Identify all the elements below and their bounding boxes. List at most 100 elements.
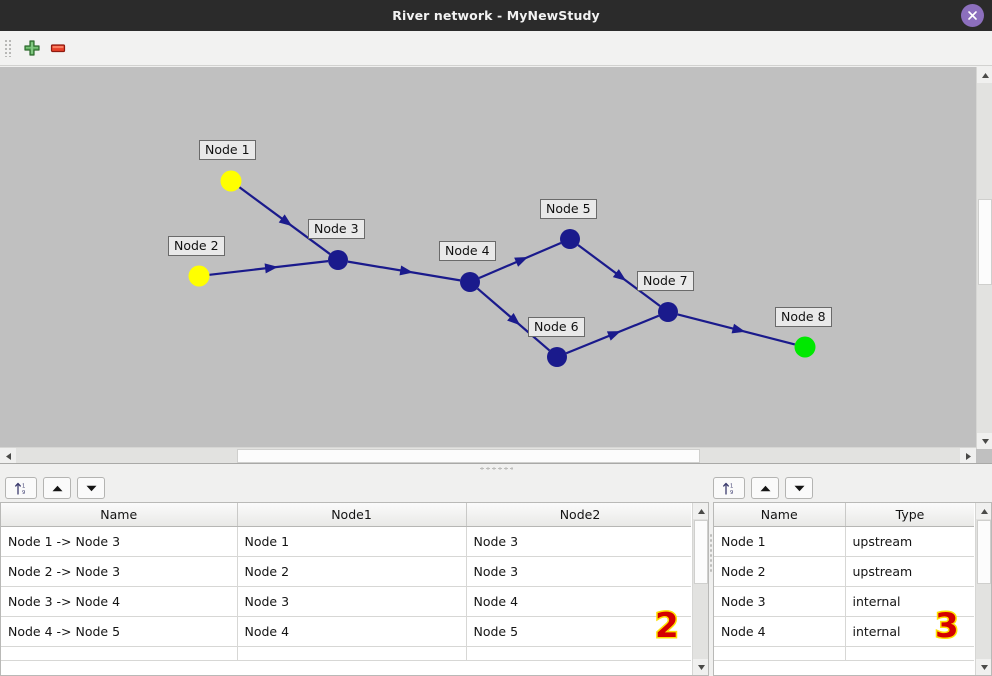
table-cell[interactable]: Node 3 xyxy=(237,586,467,617)
table-cell[interactable]: Node 1 xyxy=(714,526,846,557)
nodes-vscroll-thumb[interactable] xyxy=(977,520,991,584)
graph-node-label[interactable]: Node 5 xyxy=(540,199,597,220)
graph-scroll-down-button[interactable] xyxy=(977,433,992,449)
column-header[interactable]: Type xyxy=(845,503,974,527)
table-cell[interactable]: Node 4 xyxy=(466,586,691,617)
toolbar-drag-handle[interactable] xyxy=(4,39,13,57)
table-cell[interactable]: upstream xyxy=(845,556,974,587)
table-cell[interactable]: Node 4 xyxy=(714,616,846,647)
graph-hscroll-thumb[interactable] xyxy=(237,449,700,463)
graph-node-label[interactable]: Node 1 xyxy=(199,140,256,161)
graph-scroll-right-button[interactable] xyxy=(960,448,976,463)
annotation-3: 3 xyxy=(934,606,961,646)
table-cell[interactable]: Node 3 xyxy=(466,556,691,587)
graph-node-label[interactable]: Node 2 xyxy=(168,236,225,257)
graph-node[interactable] xyxy=(220,170,242,192)
graph-node[interactable] xyxy=(658,302,678,322)
graph-scroll-up-button[interactable] xyxy=(977,67,992,83)
links-sort-button[interactable]: 1 9 xyxy=(5,477,37,499)
graph-horizontal-scrollbar[interactable] xyxy=(0,447,976,463)
table-row-empty[interactable] xyxy=(1,646,691,661)
graph-node-label[interactable]: Node 6 xyxy=(528,317,585,338)
column-header[interactable]: Node1 xyxy=(237,503,467,527)
table-cell[interactable]: Node 2 -> Node 3 xyxy=(1,556,238,587)
table-cell[interactable]: Node 1 -> Node 3 xyxy=(1,526,238,557)
table-cell[interactable]: Node 4 xyxy=(237,616,467,647)
nodes-scroll-up-button[interactable] xyxy=(976,503,991,519)
table-row-empty[interactable] xyxy=(714,646,974,661)
graph-vscroll-thumb[interactable] xyxy=(978,199,992,285)
table-cell[interactable]: Node 3 xyxy=(466,526,691,557)
svg-text:1: 1 xyxy=(22,483,25,489)
nodes-vertical-scrollbar[interactable] xyxy=(975,503,991,675)
graph-scroll-left-button[interactable] xyxy=(0,448,16,463)
delete-node-button[interactable] xyxy=(45,35,71,61)
nodes-move-up-button[interactable] xyxy=(751,477,779,499)
graph-node[interactable] xyxy=(188,265,210,287)
table-cell[interactable]: Node 2 xyxy=(237,556,467,587)
graph-node-label[interactable]: Node 8 xyxy=(775,307,832,328)
table-cell[interactable] xyxy=(237,646,467,661)
table-cell[interactable] xyxy=(1,646,238,661)
column-header[interactable]: Name xyxy=(1,503,238,527)
arrow-up-icon xyxy=(760,485,770,491)
graph-node[interactable] xyxy=(547,347,567,367)
graph-node[interactable] xyxy=(794,336,816,358)
table-cell[interactable]: Node 4 -> Node 5 xyxy=(1,616,238,647)
nodes-scroll-down-button[interactable] xyxy=(976,659,991,675)
network-graph xyxy=(188,170,816,367)
graph-node-label[interactable]: Node 4 xyxy=(439,241,496,262)
table-cell[interactable]: Node 2 xyxy=(714,556,846,587)
links-move-down-button[interactable] xyxy=(77,477,105,499)
table-cell[interactable] xyxy=(714,646,846,661)
graph-node[interactable] xyxy=(328,250,348,270)
links-move-up-button[interactable] xyxy=(43,477,71,499)
edge-arrow-icon xyxy=(507,313,521,326)
links-scroll-up-button[interactable] xyxy=(693,503,708,519)
table-cell[interactable]: Node 1 xyxy=(237,526,467,557)
table-cell[interactable]: Node 3 -> Node 4 xyxy=(1,586,238,617)
arrow-down-icon xyxy=(86,485,96,491)
table-cell[interactable]: upstream xyxy=(845,526,974,557)
column-header[interactable]: Node2 xyxy=(466,503,691,527)
nodes-sort-button[interactable]: 1 9 xyxy=(713,477,745,499)
add-node-button[interactable] xyxy=(19,35,45,61)
nodes-move-down-button[interactable] xyxy=(785,477,813,499)
panes-drag-handle[interactable] xyxy=(709,533,715,573)
table-cell[interactable]: Node 3 xyxy=(714,586,846,617)
node-layer xyxy=(188,170,816,367)
table-cell[interactable]: internal xyxy=(845,616,974,647)
edge-arrow-icon xyxy=(264,263,279,274)
links-scroll-down-button[interactable] xyxy=(693,659,708,675)
pane-splitter[interactable] xyxy=(0,463,992,473)
graph-node[interactable] xyxy=(560,229,580,249)
table-cell[interactable]: Node 5 xyxy=(466,616,691,647)
table-cell[interactable] xyxy=(466,646,691,661)
river-network-canvas[interactable]: Node 1 Node 2 Node 3 Node 4 Node 5 Node 6 Node… xyxy=(0,67,992,463)
graph-node-label[interactable]: Node 7 xyxy=(637,271,694,292)
links-vertical-scrollbar[interactable] xyxy=(692,503,708,675)
table-cell[interactable] xyxy=(845,646,974,661)
graph-node-label[interactable]: Node 3 xyxy=(308,219,365,240)
close-icon[interactable] xyxy=(961,4,984,27)
graph-vertical-scrollbar[interactable] xyxy=(976,67,992,449)
graph-node[interactable] xyxy=(460,272,480,292)
edge-layer xyxy=(209,186,796,355)
edge-arrow-icon xyxy=(399,265,414,276)
links-vscroll-thumb[interactable] xyxy=(694,520,708,584)
table-cell[interactable]: internal xyxy=(845,586,974,617)
column-header[interactable]: Name xyxy=(714,503,846,527)
